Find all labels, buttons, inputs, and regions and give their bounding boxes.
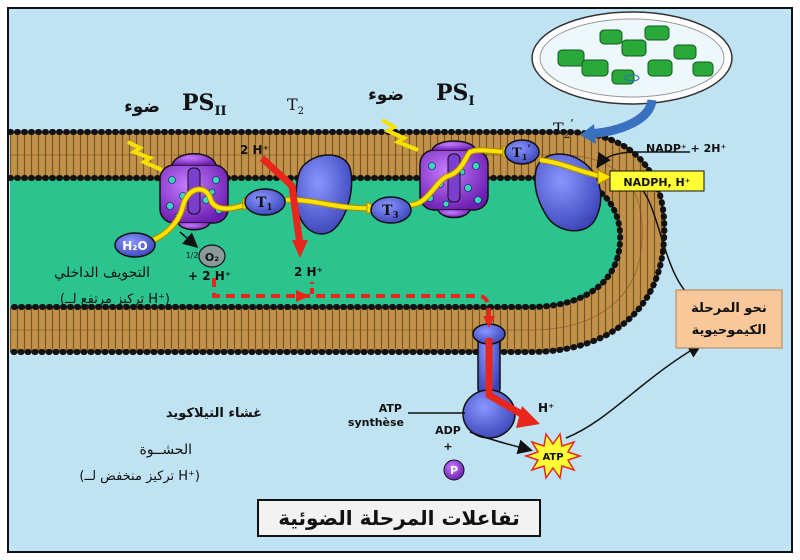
lumen-label-1: التجويف الداخلي [54,265,150,281]
phosphate-label: P [450,464,458,477]
adp-arrow [469,431,533,455]
atp-label: ATP [542,452,563,463]
phosphate-circle [443,459,465,481]
atp-starburst [523,432,583,480]
nadp-arrow [596,151,690,169]
adp-label: ADP [435,424,461,437]
t2-carrier [295,154,353,235]
stroma-label-2: (تركيز منخفض لــ H⁺) [79,469,200,484]
title-box [257,499,541,537]
t3-label: T3 [382,203,399,221]
plus-label: + [443,440,452,453]
ps1-label: PSI [436,80,475,109]
h2o-molecule [114,232,156,258]
plus-2h-left: + 2 H⁺ [188,269,231,283]
light-label-left: ضوء [124,97,160,117]
chemical-phase-box [675,289,783,349]
photosystem-1 [419,140,489,219]
half-label: 1/2 [186,251,199,260]
light-bolt-right [380,118,419,152]
light-label-right: ضوء [368,85,404,105]
chemical-phase-line-1: نحو المرحلة [691,301,767,316]
light-bolt-left [127,140,163,172]
chemical-phase-line-2: الكيموحيوية [692,323,767,338]
two-h-mid: 2 H⁺ [294,265,323,279]
chloroplast-inset [531,11,733,105]
t1-prime-carrier [504,139,540,165]
nadp-label: NADP⁺ + 2H⁺ [646,142,726,155]
h-plus-label: H⁺ [538,401,554,415]
t2-prime-label: T2’ [553,117,574,141]
ps2-label: PSII [182,90,227,119]
thylakoid-membrane-label: غشاء التيلاكويد [166,406,262,421]
proton-flow-synthase [485,338,530,422]
t3-carrier [370,196,412,224]
atp-synthase-label-1: ATP [379,402,402,415]
nadph-box [609,170,705,192]
t2-label: T2 [287,95,304,117]
diagram-title: تفاعلات المرحلة الضوئية [278,506,520,530]
proton-flow-t2 [259,155,304,246]
t1-prime-label: T1’ [512,144,531,162]
stroma-label-1: الحشــوة [140,442,192,458]
proton-dashed-path [212,278,491,317]
outer-lipid-heads [7,128,668,355]
lumen-label-2: (تركيز مرتفع لــ H⁺) [60,292,170,307]
to-chemical-arrow-2 [565,343,703,439]
two-h-top: 2 H⁺ [240,143,269,157]
t1-label: T1 [256,195,273,213]
h2o-label: H₂O [122,239,148,253]
nadph-label: NADPH, H⁺ [623,176,690,189]
o2-molecule [198,244,226,268]
zoom-arrow [587,98,657,139]
o2-label: O₂ [205,251,219,264]
atp-synthase-label-2: synthèse [348,416,404,429]
t1-carrier [244,188,286,216]
